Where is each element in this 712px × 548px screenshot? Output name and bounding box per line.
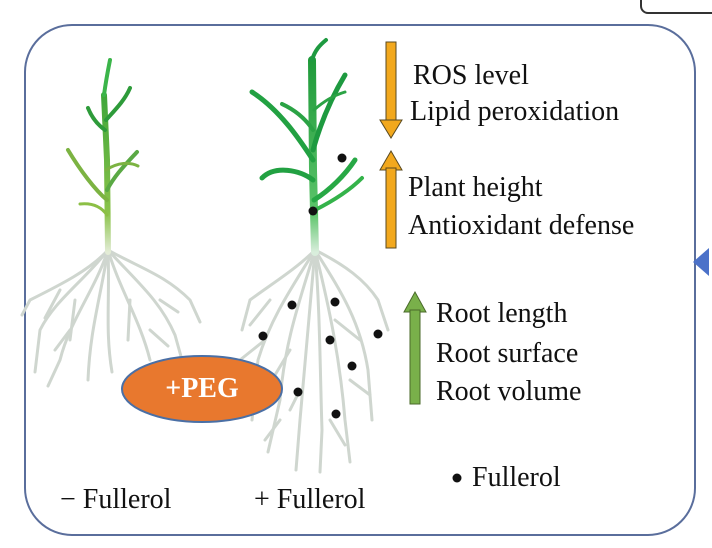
treated-plant-shoot — [249, 38, 364, 256]
effect-plant-height: Plant height — [408, 172, 543, 203]
effect-lipid-peroxidation: Lipid peroxidation — [410, 96, 620, 127]
fullerol-dots — [258, 153, 383, 419]
increase-shoot-arrow-icon — [379, 150, 403, 249]
effect-ros-level: ROS level — [413, 60, 529, 91]
effect-root-volume: Root volume — [436, 376, 582, 407]
legend-fullerol-label: Fullerol — [472, 462, 561, 493]
control-plant-shoot — [66, 58, 140, 255]
treated-plant-roots — [238, 248, 390, 474]
control-plant-roots — [20, 248, 202, 388]
effect-root-length: Root length — [436, 298, 568, 329]
treated-plant-label: + Fullerol — [254, 484, 366, 515]
decrease-arrow-icon — [379, 41, 403, 139]
peg-badge — [121, 355, 283, 423]
control-plant-label: − Fullerol — [60, 484, 172, 515]
effect-antioxidant-defense: Antioxidant defense — [408, 210, 635, 241]
side-pointer-arrow-icon — [693, 248, 709, 276]
effect-root-surface: Root surface — [436, 338, 579, 369]
corner-box-fragment — [640, 0, 712, 14]
peg-badge-label: +PEG — [165, 373, 239, 404]
increase-root-arrow-icon — [403, 290, 427, 405]
legend-dot-icon — [452, 473, 462, 483]
